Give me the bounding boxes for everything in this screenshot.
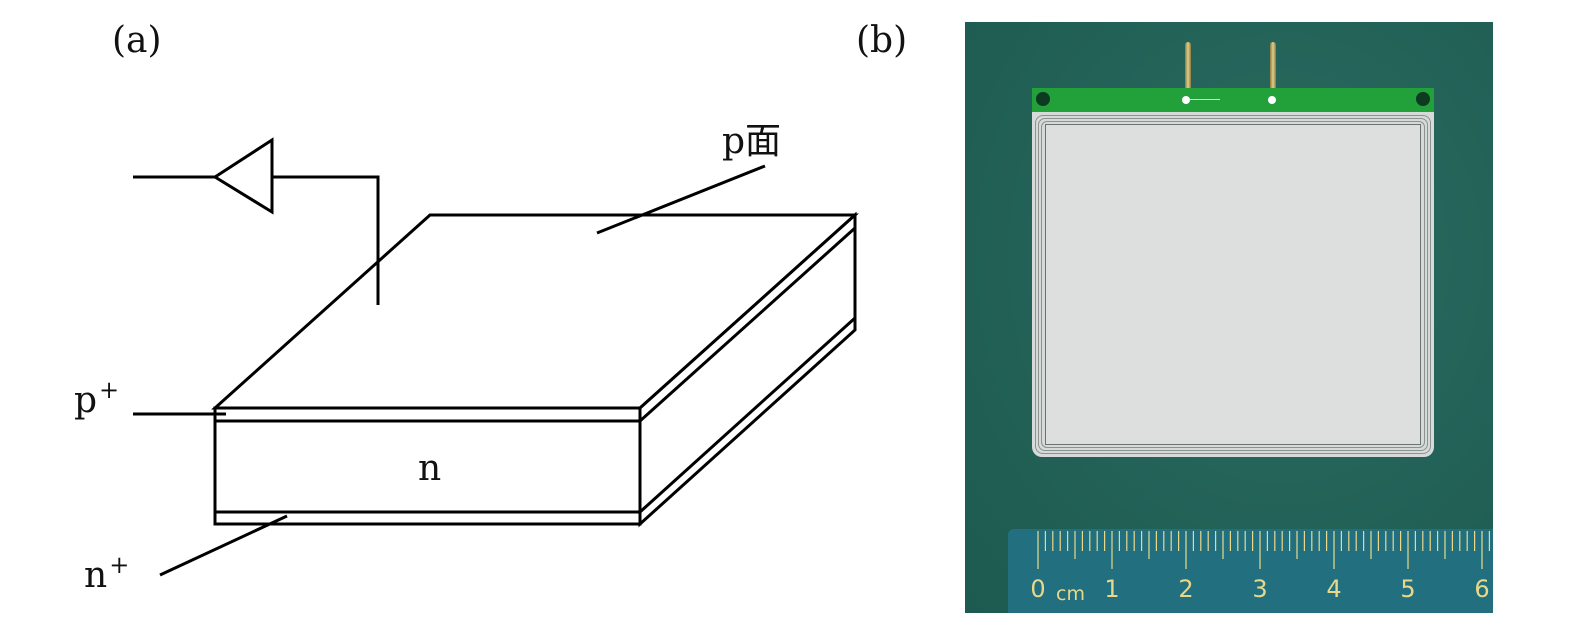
panel-a-label: (a)	[112, 20, 162, 61]
ruler-ticks	[1037, 531, 1490, 569]
ruler-tick-label: 5	[1400, 575, 1416, 603]
pin-right	[1270, 42, 1276, 90]
ruler-tick-label: 6	[1474, 575, 1490, 603]
pin-left	[1185, 42, 1191, 90]
side-p-plus-line	[638, 226, 857, 423]
p-face-leader	[596, 164, 766, 235]
p-plus-sup: +	[99, 376, 120, 404]
bond-wire	[1190, 99, 1220, 100]
p-plus-text: p	[74, 380, 98, 421]
n-plus-leader	[159, 514, 288, 577]
side-n-plus-line	[638, 316, 857, 514]
detector-schematic	[133, 137, 859, 577]
n-plus-text: n	[84, 555, 108, 596]
ruler-tick-label: 4	[1326, 575, 1342, 603]
ruler-tick-label: 1	[1104, 575, 1120, 603]
mount-hole-right	[1416, 92, 1430, 106]
pad-left	[1182, 96, 1190, 104]
detector-photo: cm 0 1 2 3 4 5 6	[965, 22, 1493, 613]
amplifier-triangle-icon	[212, 137, 274, 215]
mount-hole-left	[1036, 92, 1050, 106]
side-face	[638, 211, 857, 528]
p-face-label: p面	[722, 121, 782, 162]
pcb-strip	[1032, 88, 1434, 112]
n-plus-sup: +	[109, 551, 130, 579]
ruler-tick-label: 0	[1030, 575, 1046, 603]
ruler-tick-label: 3	[1252, 575, 1268, 603]
detector-face	[1032, 112, 1434, 457]
panel-b-label: (b)	[856, 20, 908, 61]
p-plus-label: p+	[74, 376, 119, 421]
pad-right	[1268, 96, 1276, 104]
front-face	[213, 406, 642, 526]
n-layer-label: n	[418, 448, 442, 489]
n-plus-label: n+	[84, 551, 129, 596]
ruler-unit: cm	[1056, 583, 1085, 605]
ruler-tick-label: 2	[1178, 575, 1194, 603]
ruler: cm 0 1 2 3 4 5 6	[1008, 529, 1493, 613]
